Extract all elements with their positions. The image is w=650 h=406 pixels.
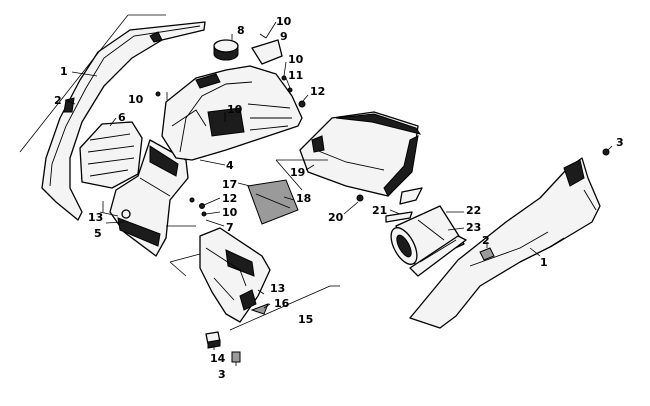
callout-4: 4 (226, 159, 234, 172)
callout-8: 8 (237, 24, 245, 37)
callout-5: 5 (94, 227, 102, 240)
callout-20: 20 (328, 211, 344, 224)
leader-13-left (99, 211, 119, 217)
callout-14: 14 (210, 352, 226, 365)
leader-6 (109, 117, 117, 127)
leader-12-mid (203, 197, 221, 206)
right-side-panel (409, 157, 601, 329)
callout-1-right: 1 (540, 256, 548, 269)
leader-15-bracket (229, 285, 331, 331)
shield-panel (247, 179, 299, 225)
leader-19 (305, 164, 315, 171)
callout-10-c: 10 (227, 103, 243, 116)
leader-7 (205, 219, 225, 227)
callout-10-d: 10 (222, 206, 238, 219)
callout-22: 22 (466, 204, 481, 217)
leader-20 (343, 201, 359, 215)
callout-12-mid: 12 (222, 192, 237, 205)
leader-10-top (265, 21, 277, 39)
fastener-3-top (602, 148, 610, 156)
lower-bracket (199, 227, 271, 323)
leader-10-d (205, 211, 221, 215)
callout-18: 18 (296, 192, 311, 205)
fastener-20 (356, 194, 364, 202)
leader-11 (285, 77, 291, 89)
leader-17 (237, 182, 251, 187)
inner-grille (79, 121, 143, 189)
leader-4 (199, 159, 226, 166)
leader-21 (389, 209, 401, 215)
callout-7: 7 (226, 221, 234, 234)
callout-13-bottom: 13 (270, 282, 285, 295)
callout-1-left: 1 (60, 65, 68, 78)
filler-cap (213, 39, 239, 61)
fastener-3-bottom (231, 351, 241, 363)
wedge-16 (250, 303, 269, 315)
leader-9 (259, 33, 267, 39)
callout-11: 11 (288, 69, 303, 82)
callout-16: 16 (274, 297, 290, 310)
leader-1-left-bracket (19, 14, 129, 153)
leader-13-bottom (257, 289, 265, 295)
callout-15: 15 (298, 313, 313, 326)
callout-17: 17 (222, 178, 237, 191)
callout-23: 23 (466, 221, 481, 234)
leader-bracket-left-b (169, 261, 187, 277)
leader-12-top (302, 94, 309, 102)
callout-13-left: 13 (88, 211, 103, 224)
callout-2-right: 2 (482, 234, 490, 247)
callout-10-b: 10 (288, 53, 304, 66)
reference-numbers: 1 2 6 10 8 10 9 10 11 12 10 4 17 18 19 2… (54, 15, 624, 381)
leader-bracket-left-a (169, 253, 201, 263)
access-plate (251, 39, 283, 65)
leader-23 (447, 227, 465, 231)
leader-2-left (64, 99, 76, 105)
callout-10-a: 10 (128, 93, 144, 106)
callout-10-top: 10 (276, 15, 292, 28)
leader-18 (283, 196, 295, 201)
callout-2-left: 2 (54, 94, 62, 107)
console-tray (299, 111, 422, 197)
upper-hood (161, 65, 303, 161)
mid-fasteners (189, 197, 207, 217)
leader-10-b (283, 61, 287, 77)
tube-cradle (409, 235, 467, 277)
strap (385, 187, 423, 223)
callout-6: 6 (118, 111, 126, 124)
callout-19: 19 (290, 166, 305, 179)
callout-9: 9 (280, 30, 288, 43)
left-side-panel (41, 21, 206, 221)
plug-14 (205, 331, 221, 349)
leader-1-left (71, 71, 98, 77)
callout-3-bottom: 3 (218, 368, 226, 381)
leader-19-bracket-b (275, 159, 303, 191)
leader-16 (263, 303, 271, 309)
trim-button-2 (479, 247, 495, 261)
callout-3-top: 3 (616, 136, 624, 149)
callout-12-top: 12 (310, 85, 325, 98)
lower-fascia (109, 139, 189, 257)
leader-3-top (607, 145, 613, 151)
leader-1-right (529, 247, 541, 257)
leader-5 (105, 221, 125, 224)
callout-21: 21 (372, 204, 387, 217)
